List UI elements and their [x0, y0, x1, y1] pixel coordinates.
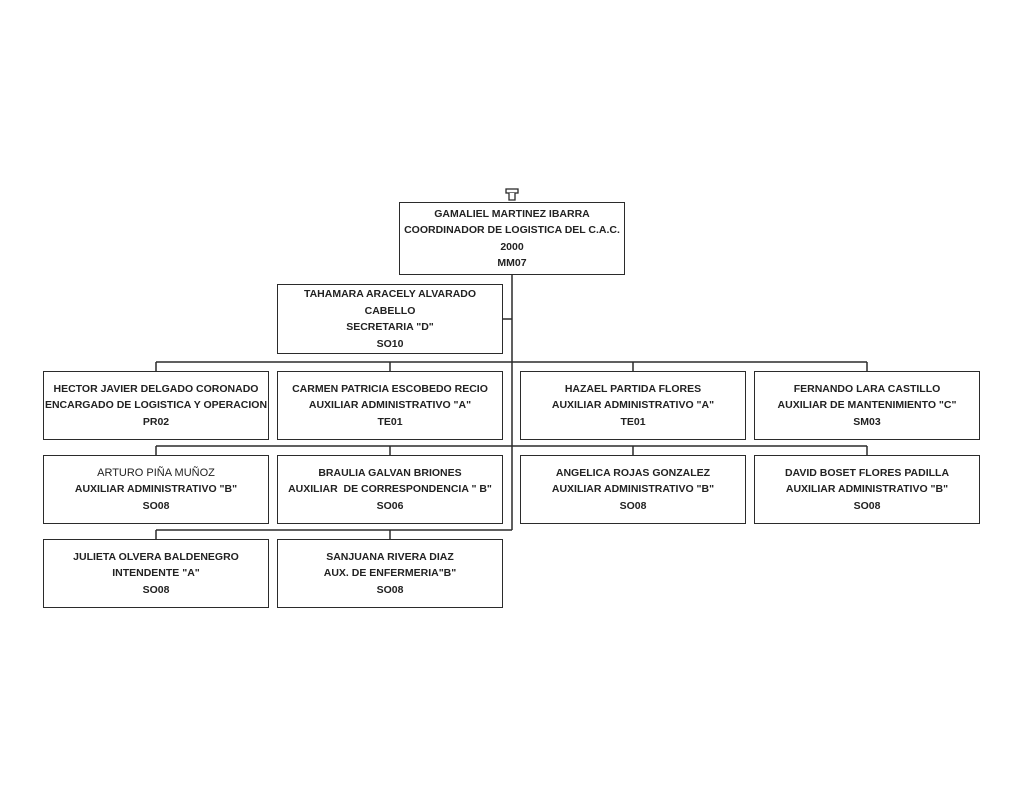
node-code: SO08: [376, 583, 404, 596]
node-braulia[interactable]: BRAULIA GALVAN BRIONES AUXILIAR DE CORRE…: [277, 455, 503, 524]
node-david[interactable]: DAVID BOSET FLORES PADILLA AUXILIAR ADMI…: [754, 455, 980, 524]
node-coordinator[interactable]: GAMALIEL MARTINEZ IBARRA COORDINADOR DE …: [399, 202, 625, 275]
node-code: PR02: [142, 415, 170, 428]
node-hector[interactable]: HECTOR JAVIER DELGADO CORONADO ENCARGADO…: [43, 371, 269, 440]
node-position: AUXILIAR DE CORRESPONDENCIA " B": [288, 483, 492, 496]
node-code: TE01: [620, 415, 646, 428]
node-code: SO08: [142, 583, 170, 596]
collapse-toggle-icon[interactable]: [505, 188, 519, 202]
node-name: TAHAMARA ARACELY ALVARADO: [303, 288, 477, 300]
node-name: HAZAEL PARTIDA FLORES: [564, 382, 702, 395]
node-number: 2000: [500, 240, 524, 253]
node-julieta[interactable]: JULIETA OLVERA BALDENEGRO INTENDENTE "A"…: [43, 539, 269, 608]
node-name: GAMALIEL MARTINEZ IBARRA: [434, 207, 590, 220]
node-code: SO08: [142, 499, 170, 512]
node-position: AUXILIAR ADMINISTRATIVO "A": [308, 399, 472, 412]
node-position: AUXILIAR ADMINISTRATIVO "B": [74, 483, 238, 496]
node-angelica[interactable]: ANGELICA ROJAS GONZALEZ AUXILIAR ADMINIS…: [520, 455, 746, 524]
node-sanjuana[interactable]: SANJUANA RIVERA DIAZ AUX. DE ENFERMERIA"…: [277, 539, 503, 608]
node-fernando[interactable]: FERNANDO LARA CASTILLO AUXILIAR DE MANTE…: [754, 371, 980, 440]
node-name: HECTOR JAVIER DELGADO CORONADO: [53, 382, 259, 395]
node-code: TE01: [377, 415, 403, 428]
node-position: COORDINADOR DE LOGISTICA DEL C.A.C.: [404, 224, 620, 236]
node-code: SO08: [853, 499, 881, 512]
node-position: AUXILIAR DE MANTENIMIENTO "C": [777, 399, 957, 412]
node-name: SANJUANA RIVERA DIAZ: [326, 550, 454, 563]
node-position: SECRETARIA "D": [346, 321, 434, 333]
node-name: ARTURO PIÑA MUÑOZ: [97, 466, 215, 479]
node-name: ANGELICA ROJAS GONZALEZ: [555, 466, 711, 479]
node-carmen[interactable]: CARMEN PATRICIA ESCOBEDO RECIO AUXILIAR …: [277, 371, 503, 440]
node-secretary[interactable]: TAHAMARA ARACELY ALVARADO CABELLO SECRET…: [277, 284, 503, 354]
node-name: CARMEN PATRICIA ESCOBEDO RECIO: [292, 382, 488, 395]
node-code: SM03: [853, 415, 881, 428]
node-position: AUXILIAR ADMINISTRATIVO "B": [551, 483, 715, 496]
node-code: SO08: [619, 499, 647, 512]
node-name: DAVID BOSET FLORES PADILLA: [784, 466, 950, 479]
node-arturo[interactable]: ARTURO PIÑA MUÑOZ AUXILIAR ADMINISTRATIV…: [43, 455, 269, 524]
node-position: INTENDENTE "A": [112, 567, 200, 580]
node-hazael[interactable]: HAZAEL PARTIDA FLORES AUXILIAR ADMINISTR…: [520, 371, 746, 440]
node-name: FERNANDO LARA CASTILLO: [793, 382, 941, 395]
node-name: JULIETA OLVERA BALDENEGRO: [73, 550, 239, 563]
node-position: ENCARGADO DE LOGISTICA Y OPERACION: [44, 399, 268, 412]
node-code: SO10: [376, 337, 404, 350]
node-position: AUX. DE ENFERMERIA"B": [323, 567, 457, 580]
node-position: AUXILIAR ADMINISTRATIVO "B": [785, 483, 949, 496]
node-code: SO06: [376, 499, 404, 512]
node-name-cont: CABELLO: [364, 304, 416, 317]
node-code: MM07: [497, 257, 527, 269]
node-position: AUXILIAR ADMINISTRATIVO "A": [551, 399, 715, 412]
node-name: BRAULIA GALVAN BRIONES: [318, 466, 462, 479]
